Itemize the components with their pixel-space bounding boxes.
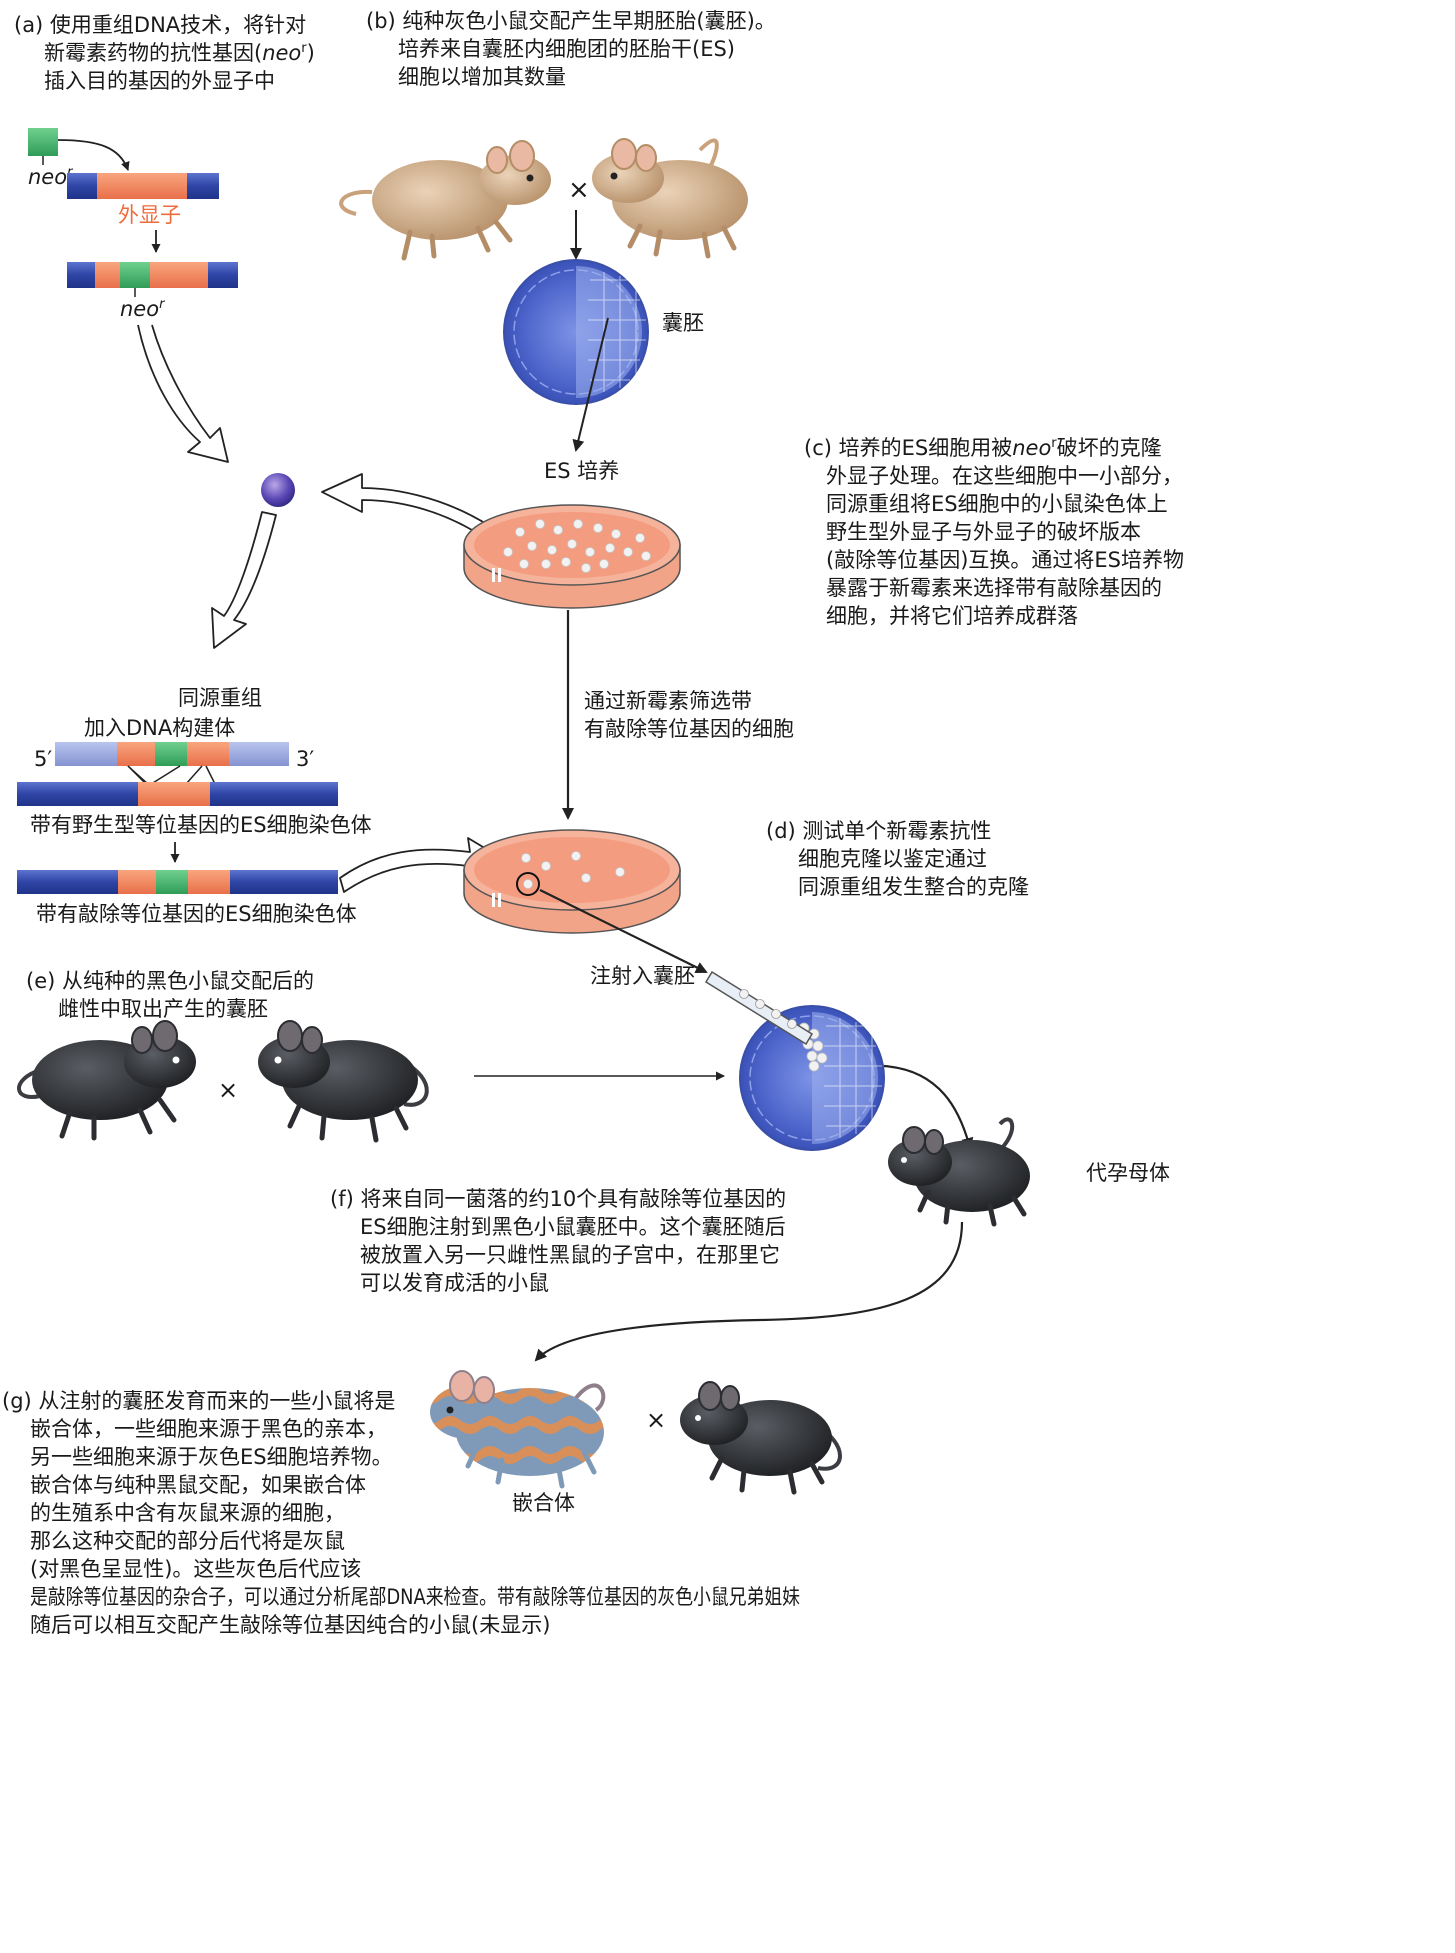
homologous-recombination-label: 同源重组 xyxy=(178,686,262,710)
panel-g-line-2: 嵌合体，一些细胞来源于黑色的亲本， xyxy=(30,1417,387,1441)
panel-d-line-2: 细胞克隆以鉴定通过 xyxy=(798,847,987,871)
arrow-blastocyst-to-surrogate xyxy=(883,1064,974,1150)
panel-f-line-1: (f) 将来自同一菌落的约10个具有敲除等位基因的 xyxy=(330,1187,786,1211)
panel-a-line-1: (a) 使用重组DNA技术，将针对 xyxy=(14,13,306,37)
panel-c-line-7: 细胞，并将它们培养成群落 xyxy=(826,604,1078,628)
panel-g-line-3: 另一些细胞来源于灰色ES细胞培养物。 xyxy=(30,1445,393,1469)
knockout-chromosome-bar xyxy=(17,870,338,894)
panel-g-line-5: 的生殖系中含有灰鼠来源的细胞， xyxy=(30,1501,345,1525)
panel-f-line-4: 可以发育成活的小鼠 xyxy=(360,1271,549,1295)
black-mouse-mate xyxy=(680,1381,842,1495)
neo-construct-dna: neor xyxy=(67,262,238,321)
panel-c-line-6: 暴露于新霉素来选择带有敲除基因的 xyxy=(826,576,1162,600)
chimera-label: 嵌合体 xyxy=(512,1491,575,1515)
wild-type-chromosome-label: 带有野生型等位基因的ES细胞染色体 xyxy=(30,813,372,837)
panel-g-line-8: 是敲除等位基因的杂合子，可以通过分析尾部DNA来检查。带有敲除等位基因的灰色小鼠… xyxy=(30,1585,800,1609)
cross-symbol-gray: × xyxy=(568,175,590,205)
es-culture-label: ES 培养 xyxy=(544,459,619,483)
panel-b-line-3: 细胞以增加其数量 xyxy=(398,65,566,89)
panel-b-caption: (b) 纯种灰色小鼠交配产生早期胚胎(囊胚)。 培养来自囊胚内细胞团的胚胎干(E… xyxy=(366,9,776,89)
panel-e-line-1: (e) 从纯种的黑色小鼠交配后的 xyxy=(26,969,314,993)
gray-mouse-right xyxy=(592,138,748,259)
panel-g-line-4: 嵌合体与纯种黑鼠交配，如果嵌合体 xyxy=(30,1473,366,1497)
panel-c-line-2: 外显子处理。在这些细胞中一小部分， xyxy=(826,464,1183,488)
chimera-mouse xyxy=(430,1370,606,1489)
panel-a-line-3: 插入目的基因的外显子中 xyxy=(44,69,275,93)
panel-b-line-2: 培养来自囊胚内细胞团的胚胎干(ES) xyxy=(398,37,735,61)
black-mouse-left xyxy=(17,1020,196,1141)
target-gene-dna: 外显子 xyxy=(67,173,219,227)
panel-d-line-3: 同源重组发生整合的克隆 xyxy=(798,875,1029,899)
selected-colony-dish xyxy=(463,829,681,934)
es-cell xyxy=(261,473,295,507)
panel-f-caption: (f) 将来自同一菌落的约10个具有敲除等位基因的 ES细胞注射到黑色小鼠囊胚中… xyxy=(330,1187,786,1295)
panel-b-line-1: (b) 纯种灰色小鼠交配产生早期胚胎(囊胚)。 xyxy=(366,9,776,33)
panel-e-caption: (e) 从纯种的黑色小鼠交配后的 雌性中取出产生的囊胚 xyxy=(26,969,314,1021)
neo-gene-fragment: neor xyxy=(28,128,130,189)
panel-g-line-6: 那么这种交配的部分后代将是灰鼠 xyxy=(30,1529,345,1553)
panel-g-caption: (g) 从注射的囊胚发育而来的一些小鼠将是 嵌合体，一些细胞来源于黑色的亲本， … xyxy=(2,1389,800,1637)
black-mouse-right xyxy=(258,1020,429,1143)
knockout-chromosome-label: 带有敲除等位基因的ES细胞染色体 xyxy=(36,902,357,926)
panel-g-line-1: (g) 从注射的囊胚发育而来的一些小鼠将是 xyxy=(2,1389,395,1413)
blastocyst-gray xyxy=(503,259,649,405)
panel-g-line-7: (对黑色呈显性)。这些灰色后代应该 xyxy=(30,1557,361,1581)
panel-e-line-2: 雌性中取出产生的囊胚 xyxy=(58,997,268,1021)
dna-construct-bar xyxy=(55,742,289,766)
surrogate-mother-mouse xyxy=(888,1117,1030,1227)
panel-a-caption: (a) 使用重组DNA技术，将针对 新霉素药物的抗性基因(neor) 插入目的基… xyxy=(14,13,315,93)
neo-label-top: neor xyxy=(28,165,74,189)
es-culture-dish xyxy=(463,504,681,609)
hollow-arrow-dish-to-cell xyxy=(321,473,489,531)
exon-label: 外显子 xyxy=(118,203,181,227)
hollow-arrow-cell-to-recombination xyxy=(211,511,277,649)
arrow-colony-to-injection xyxy=(539,889,708,973)
panel-g-line-9: 随后可以相互交配产生敲除等位基因纯合的小鼠(未显示) xyxy=(30,1613,550,1637)
panel-f-line-2: ES细胞注射到黑色小鼠囊胚中。这个囊胚随后 xyxy=(360,1215,786,1239)
neo-selection-line-2: 有敲除等位基因的细胞 xyxy=(584,717,794,741)
hollow-arrow-construct-to-cell xyxy=(137,324,229,463)
cross-symbol-black: × xyxy=(218,1076,238,1104)
injected-blastocyst xyxy=(739,1005,885,1151)
inject-blastocyst-label: 注射入囊胚 xyxy=(590,964,695,988)
neo-selection-line-1: 通过新霉素筛选带 xyxy=(584,689,752,713)
panel-f-line-3: 被放置入另一只雌性黑鼠的子宫中，在那里它 xyxy=(360,1243,780,1267)
five-prime-label: 5′ xyxy=(34,747,52,771)
panel-d-line-1: (d) 测试单个新霉素抗性 xyxy=(766,819,991,843)
add-dna-construct-label: 加入DNA构建体 xyxy=(84,716,235,740)
surrogate-mother-label: 代孕母体 xyxy=(1086,1161,1170,1185)
gray-mouse-left xyxy=(339,140,551,261)
blastocyst-label: 囊胚 xyxy=(662,311,704,335)
panel-c-line-4: 野生型外显子与外显子的破坏版本 xyxy=(826,520,1141,544)
cross-symbol-chimera: × xyxy=(646,1406,666,1434)
injection-pipette xyxy=(704,970,814,1046)
neo-label-construct: neor xyxy=(120,297,166,321)
arrow-surrogate-to-chimera xyxy=(534,1221,964,1362)
three-prime-label: 3′ xyxy=(296,747,314,771)
panel-c-line-5: (敲除等位基因)互换。通过将ES培养物 xyxy=(826,548,1184,572)
panel-c-caption: (c) 培养的ES细胞用被neor破坏的克隆 外显子处理。在这些细胞中一小部分，… xyxy=(804,436,1184,628)
arrow-blastocyst-to-culture xyxy=(572,317,609,452)
panel-c-line-1: (c) 培养的ES细胞用被neor破坏的克隆 xyxy=(804,436,1162,460)
panel-d-caption: (d) 测试单个新霉素抗性 细胞克隆以鉴定通过 同源重组发生整合的克隆 xyxy=(766,819,1029,899)
panel-c-line-3: 同源重组将ES细胞中的小鼠染色体上 xyxy=(826,492,1168,516)
wild-type-chromosome-bar xyxy=(17,782,338,806)
panel-a-line-2: 新霉素药物的抗性基因(neor) xyxy=(44,41,315,65)
